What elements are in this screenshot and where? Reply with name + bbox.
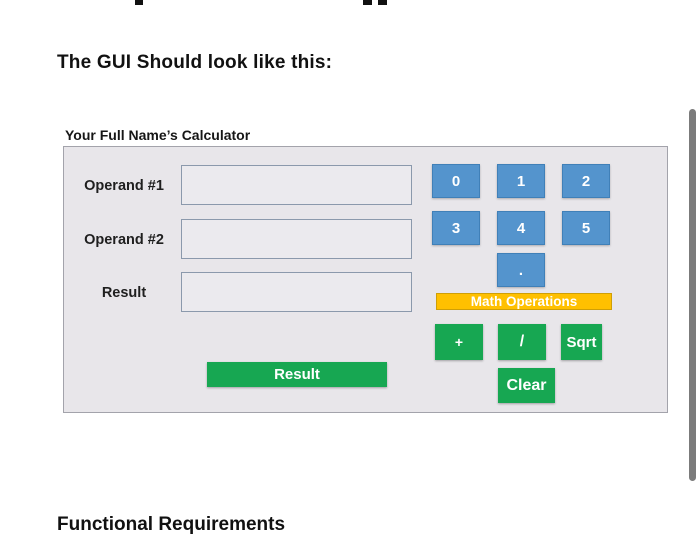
cropped-text-fragment	[363, 0, 372, 5]
operand1-label: Operand #1	[84, 178, 164, 194]
page-heading-gui: The GUI Should look like this:	[57, 52, 333, 73]
digit-5-button[interactable]: 5	[562, 211, 610, 245]
scrollbar-thumb[interactable]	[689, 109, 696, 481]
digit-0-button[interactable]: 0	[432, 164, 480, 198]
digit-3-button[interactable]: 3	[432, 211, 480, 245]
digit-4-button[interactable]: 4	[497, 211, 545, 245]
digit-1-button[interactable]: 1	[497, 164, 545, 198]
page-heading-functional-requirements: Functional Requirements	[57, 514, 286, 535]
digit-2-button[interactable]: 2	[562, 164, 610, 198]
add-button[interactable]: +	[435, 324, 483, 360]
result-label: Result	[101, 285, 147, 301]
sqrt-button[interactable]: Sqrt	[561, 324, 602, 360]
calculator-window-title: Your Full Name’s Calculator	[65, 127, 251, 143]
decimal-point-button[interactable]: .	[497, 253, 545, 287]
divide-button[interactable]: /	[498, 324, 546, 360]
operand2-input[interactable]	[181, 219, 412, 259]
math-operations-header: Math Operations	[436, 293, 612, 310]
result-input[interactable]	[181, 272, 412, 312]
operand1-input[interactable]	[181, 165, 412, 205]
result-button[interactable]: Result	[207, 362, 387, 387]
operand2-label: Operand #2	[84, 232, 164, 248]
clear-button[interactable]: Clear	[498, 368, 555, 403]
cropped-text-fragment	[135, 0, 143, 5]
cropped-text-fragment	[378, 0, 387, 5]
